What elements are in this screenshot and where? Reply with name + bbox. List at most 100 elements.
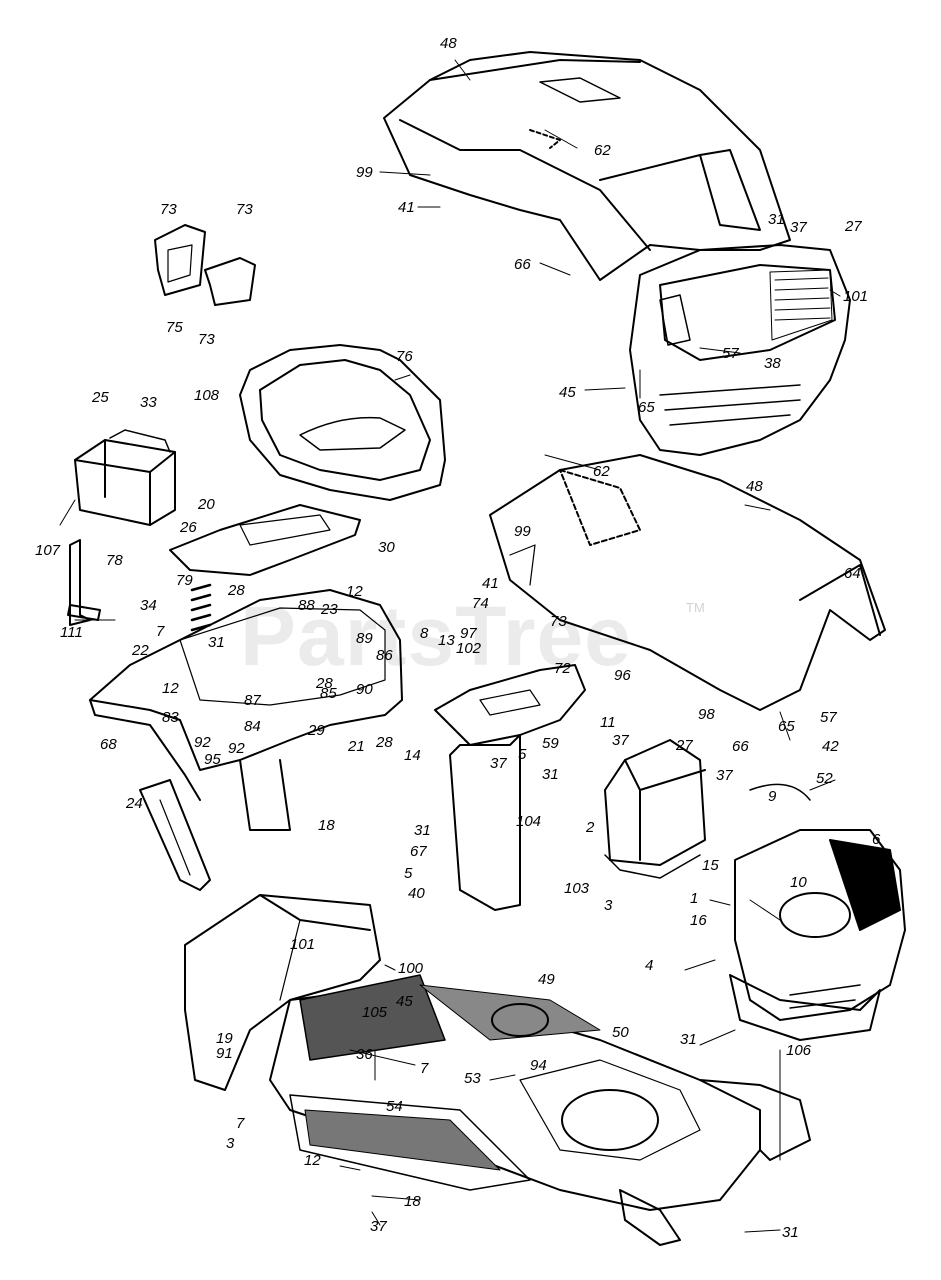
callout-59: 59: [542, 735, 559, 752]
callout-101: 101: [290, 936, 316, 953]
callout-92: 92: [228, 740, 245, 757]
callout-1: 1: [690, 890, 699, 907]
callout-7: 7: [236, 1115, 245, 1132]
callout-48: 48: [440, 35, 457, 52]
callout-27: 27: [676, 737, 693, 754]
callout-65: 65: [638, 399, 655, 416]
dashboard-tower: [434, 664, 586, 911]
callout-73: 73: [236, 201, 253, 218]
callout-11: 11: [600, 714, 616, 731]
callout-37: 37: [716, 767, 733, 784]
callout-53: 53: [464, 1070, 481, 1087]
callout-7: 7: [156, 623, 165, 640]
callout-88: 88: [298, 597, 315, 614]
callout-65: 65: [778, 718, 795, 735]
callout-28: 28: [376, 734, 393, 751]
callout-102: 102: [456, 640, 482, 657]
frame-chassis: [184, 894, 811, 1246]
callout-37: 37: [612, 732, 629, 749]
callout-104: 104: [516, 813, 542, 830]
callout-89: 89: [356, 630, 373, 647]
callout-73: 73: [198, 331, 215, 348]
callout-9: 9: [768, 788, 777, 805]
callout-10: 10: [790, 874, 807, 891]
callout-37: 37: [790, 219, 807, 236]
callout-18: 18: [404, 1193, 421, 1210]
callout-87: 87: [244, 692, 261, 709]
callout-106: 106: [786, 1042, 812, 1059]
callout-2: 2: [586, 819, 595, 836]
callout-85: 85: [320, 685, 337, 702]
callout-96: 96: [614, 667, 631, 684]
callout-33: 33: [140, 394, 157, 411]
seat: [239, 344, 446, 501]
watermark: PartsTree: [240, 589, 632, 683]
callout-41: 41: [398, 199, 415, 216]
callout-42: 42: [822, 738, 839, 755]
battery: [74, 429, 176, 526]
callout-64: 64: [844, 565, 861, 582]
callout-111: 111: [60, 624, 83, 641]
callout-68: 68: [100, 736, 117, 753]
callout-76: 76: [396, 348, 413, 365]
callout-38: 38: [764, 355, 781, 372]
callout-25: 25: [92, 389, 109, 406]
hood-assembly-top: [383, 51, 791, 281]
callout-31: 31: [768, 211, 785, 228]
callout-40: 40: [408, 885, 425, 902]
callout-62: 62: [594, 142, 611, 159]
callout-6: 6: [872, 831, 881, 848]
callout-31: 31: [208, 634, 225, 651]
callout-45: 45: [396, 993, 413, 1010]
callout-12: 12: [162, 680, 179, 697]
callout-67: 67: [410, 843, 427, 860]
callout-7: 7: [420, 1060, 429, 1077]
callout-18: 18: [318, 817, 335, 834]
callout-95: 95: [204, 751, 221, 768]
callout-3: 3: [226, 1135, 235, 1152]
callout-12: 12: [346, 583, 363, 600]
callout-72: 72: [554, 660, 571, 677]
callout-75: 75: [166, 319, 183, 336]
callout-49: 49: [538, 971, 555, 988]
callout-4: 4: [645, 957, 654, 974]
callout-57: 57: [820, 709, 837, 726]
callout-108: 108: [194, 387, 220, 404]
callout-30: 30: [378, 539, 395, 556]
callout-37: 37: [490, 755, 507, 772]
callout-97: 97: [460, 625, 477, 642]
callout-105: 105: [362, 1004, 388, 1021]
callout-15: 15: [702, 857, 719, 874]
callout-52: 52: [816, 770, 833, 787]
callout-66: 66: [514, 256, 531, 273]
callout-34: 34: [140, 597, 157, 614]
callout-99: 99: [356, 164, 373, 181]
seat-mounting-plate: [169, 504, 361, 576]
callout-54: 54: [386, 1098, 403, 1115]
callout-90: 90: [356, 681, 373, 698]
callout-5: 5: [404, 865, 413, 882]
callout-31: 31: [542, 766, 559, 783]
callout-62: 62: [593, 463, 610, 480]
grille-assembly-top: [629, 244, 851, 456]
callout-48: 48: [746, 478, 763, 495]
rear-fender: [89, 589, 403, 831]
callout-98: 98: [698, 706, 715, 723]
callout-13: 13: [438, 632, 455, 649]
callout-28: 28: [316, 675, 333, 692]
hood-assembly-mid: [489, 454, 886, 711]
callout-100: 100: [398, 960, 424, 977]
callout-31: 31: [414, 822, 431, 839]
callout-19: 19: [216, 1030, 233, 1047]
callout-66: 66: [732, 738, 749, 755]
callout-24: 24: [126, 795, 143, 812]
callout-21: 21: [348, 738, 365, 755]
grille-assembly-mid: [729, 829, 906, 1041]
callout-26: 26: [180, 519, 197, 536]
callout-31: 31: [680, 1031, 697, 1048]
callout-103: 103: [564, 880, 590, 897]
callout-83: 83: [162, 709, 179, 726]
callout-22: 22: [132, 642, 149, 659]
